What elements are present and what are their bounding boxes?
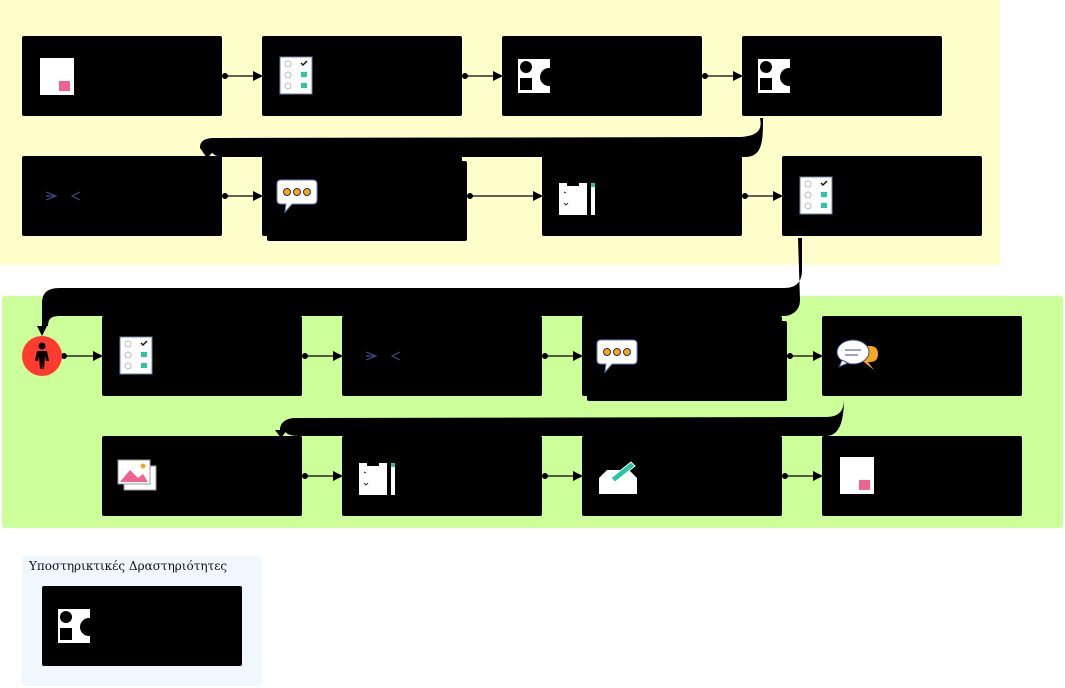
- start-node[interactable]: [22, 336, 62, 376]
- person-icon: [35, 342, 49, 369]
- process-node-4[interactable]: [742, 36, 942, 116]
- process-node-7[interactable]: [542, 156, 742, 236]
- process-node-13[interactable]: [102, 436, 302, 516]
- process-node-2[interactable]: [262, 36, 462, 116]
- clipboard-pencil-icon: [559, 180, 595, 215]
- inbox-icon: [599, 461, 637, 494]
- process-node-8[interactable]: [782, 156, 982, 236]
- checklist-icon: [799, 176, 833, 215]
- edge-n12-n13: [275, 398, 844, 438]
- image-icon: [117, 459, 157, 491]
- process-node-3[interactable]: [502, 36, 702, 116]
- checklist-icon: [119, 336, 153, 375]
- chat-bubbles-icon: [836, 339, 878, 370]
- process-node-9[interactable]: [102, 316, 302, 396]
- process-node-10[interactable]: [342, 316, 542, 396]
- process-node-16[interactable]: [822, 436, 1022, 516]
- clipboard-pencil-icon: [359, 460, 395, 495]
- compare-icon: [365, 351, 401, 361]
- process-node-1[interactable]: [22, 36, 222, 116]
- shapes-icon: [758, 59, 798, 93]
- edge-n4-n5: [200, 118, 763, 158]
- shapes-icon: [518, 59, 558, 93]
- process-node-5[interactable]: [22, 156, 222, 236]
- compare-icon: [45, 191, 81, 201]
- checklist-icon: [279, 56, 313, 95]
- support-node-1[interactable]: [42, 586, 242, 666]
- speech-bubble-icon: [596, 339, 638, 374]
- process-node-14[interactable]: [342, 436, 542, 516]
- process-node-15[interactable]: [582, 436, 782, 516]
- speech-bubble-icon: [276, 179, 318, 214]
- support-lane-title: Υποστηρικτικές Δραστηριότητες: [29, 559, 228, 573]
- process-node-6[interactable]: [262, 156, 462, 236]
- page-icon: [840, 457, 874, 494]
- edge-n8-start: [37, 238, 802, 336]
- shapes-icon: [58, 609, 98, 643]
- process-node-11[interactable]: [582, 316, 782, 396]
- page-icon: [40, 58, 74, 95]
- process-node-12[interactable]: [822, 316, 1022, 396]
